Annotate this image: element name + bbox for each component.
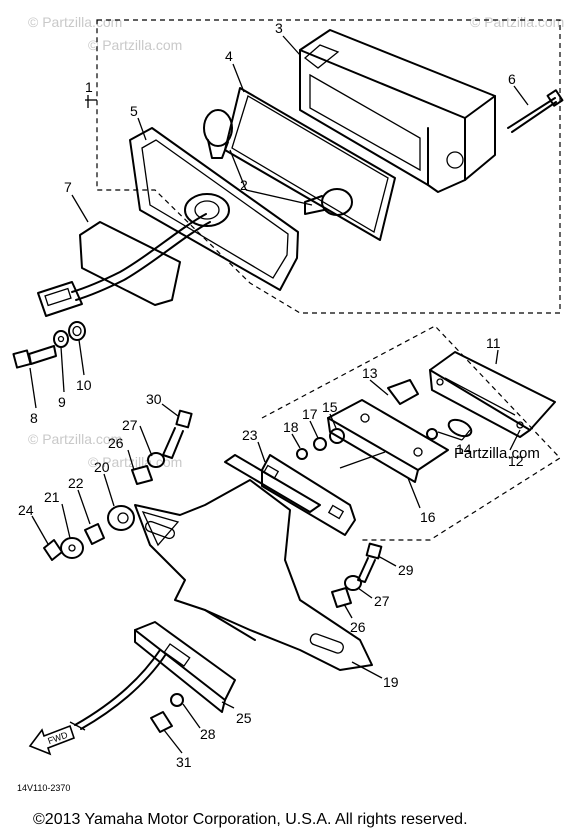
callout-3: 3 <box>275 20 283 36</box>
callout-8: 8 <box>30 410 38 426</box>
callout-12: 12 <box>508 453 524 469</box>
washer-27-lower <box>344 575 362 591</box>
license-plate-bracket <box>134 621 236 713</box>
callout-27-upper: 27 <box>122 417 138 433</box>
callout-23: 23 <box>242 427 258 443</box>
tail-lamp-lens <box>299 29 496 193</box>
callout-27-lower: 27 <box>374 593 390 609</box>
watermark: © Partzilla.com <box>28 431 122 447</box>
watermark: © Partzilla.com <box>470 14 564 30</box>
wiring-socket-plate <box>37 213 211 317</box>
callout-18: 18 <box>283 419 299 435</box>
callout-22: 22 <box>68 475 84 491</box>
grommet-15 <box>329 428 345 444</box>
license-light-wire <box>74 649 161 726</box>
callout-26-upper: 26 <box>108 435 124 451</box>
bolt-30 <box>162 409 193 459</box>
washer-27 <box>147 452 165 468</box>
callout-26-lower: 26 <box>350 619 366 635</box>
callout-14: 14 <box>456 441 472 457</box>
callout-6: 6 <box>508 71 516 87</box>
bulb-upper <box>203 109 233 159</box>
callout-20: 20 <box>94 459 110 475</box>
collar-26-lower <box>331 587 352 608</box>
callout-1: 1 <box>85 79 93 95</box>
lamp-base <box>129 127 299 291</box>
damper-22 <box>84 523 105 545</box>
bracket-23 <box>224 454 356 536</box>
callout-30: 30 <box>146 391 162 407</box>
license-bulb-14 <box>426 418 473 440</box>
license-light-base <box>327 399 449 483</box>
nut-24 <box>43 539 63 561</box>
callout-11: 11 <box>486 335 501 351</box>
washer-21 <box>60 537 84 559</box>
callout-24: 24 <box>18 502 34 518</box>
lens-gasket <box>224 87 396 241</box>
assembly-11-outline <box>261 325 561 541</box>
forward-arrow-icon: FWD <box>28 724 76 756</box>
copyright-notice: ©2013 Yamaha Motor Corporation, U.S.A. A… <box>33 811 468 828</box>
washer-18 <box>296 448 308 460</box>
watermark-partzilla: Partzilla.com <box>454 445 540 462</box>
callout-5: 5 <box>130 103 138 119</box>
callout-13: 13 <box>362 365 378 381</box>
callout-21: 21 <box>44 489 60 505</box>
callout-28: 28 <box>200 726 216 742</box>
diagram-code: 14V110-2370 <box>17 783 70 793</box>
bolt-8 <box>12 345 57 369</box>
callout-19: 19 <box>383 674 399 690</box>
lamp-screw <box>507 89 564 133</box>
collar-10 <box>68 321 86 341</box>
bolt-29 <box>357 542 383 583</box>
callout-2: 2 <box>240 177 248 193</box>
callout-9: 9 <box>58 394 66 410</box>
callout-10: 10 <box>76 377 92 393</box>
nut-31 <box>150 711 173 733</box>
washer-28 <box>170 693 184 707</box>
rear-fender-bracket <box>134 479 373 671</box>
license-light-unit <box>429 351 556 438</box>
callout-31: 31 <box>176 754 192 770</box>
callout-17: 17 <box>302 406 318 422</box>
license-bulb-13 <box>387 379 419 405</box>
watermark: © Partzilla.com <box>28 14 122 30</box>
bulb-lower <box>304 188 353 216</box>
watermark: © Partzilla.com <box>88 37 182 53</box>
callout-16: 16 <box>420 509 436 525</box>
callout-4: 4 <box>225 48 233 64</box>
collar-26 <box>131 465 153 485</box>
collar-17 <box>313 437 327 451</box>
callout-7: 7 <box>64 179 72 195</box>
callout-25: 25 <box>236 710 252 726</box>
callout-15: 15 <box>322 399 338 415</box>
collar-20 <box>107 505 135 531</box>
washer-9 <box>53 330 69 348</box>
assembly-1-outline <box>96 19 561 314</box>
callout-29: 29 <box>398 562 414 578</box>
